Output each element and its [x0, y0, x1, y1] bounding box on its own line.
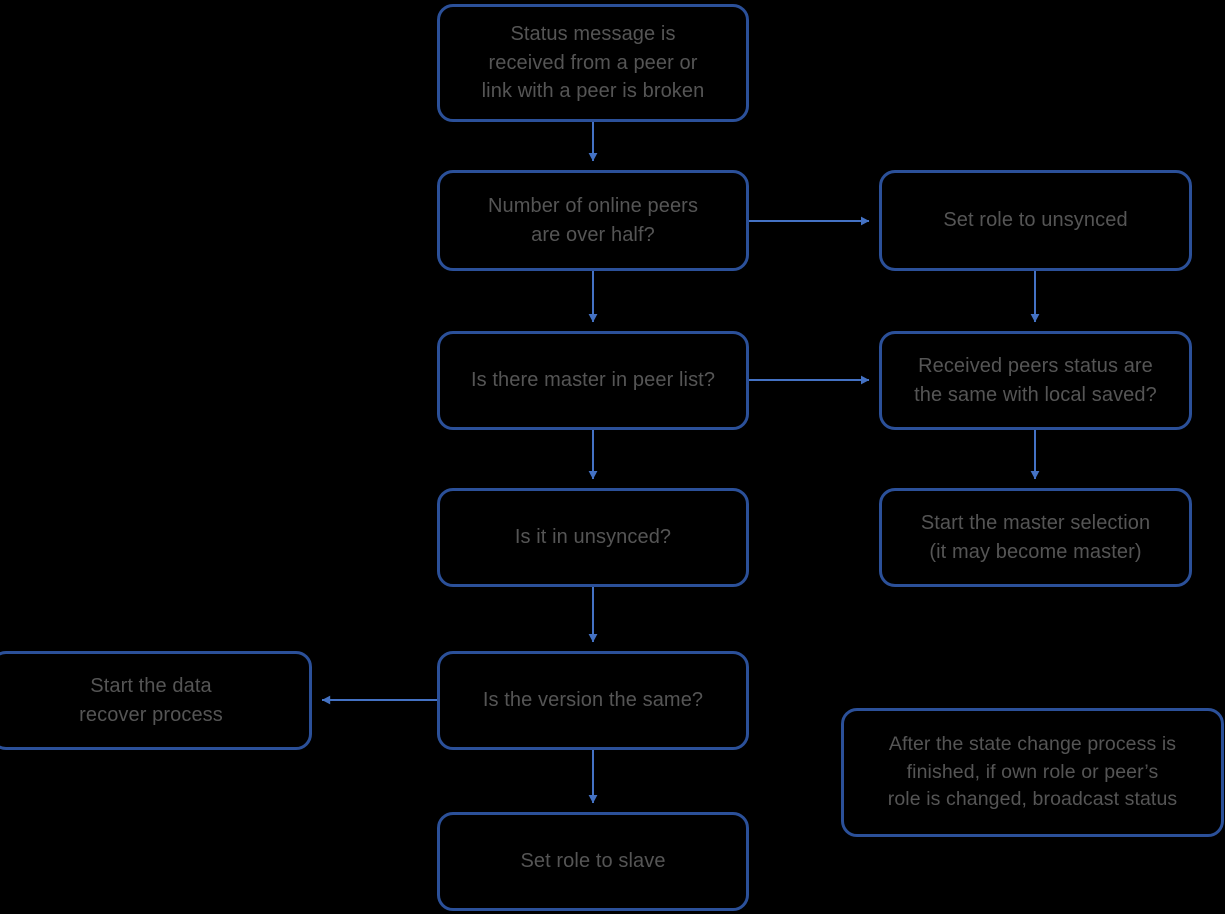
- node-master-in-peer-list[interactable]: Is there master in peer list?: [437, 331, 749, 430]
- node-status-message-received[interactable]: Status message is received from a peer o…: [437, 4, 749, 122]
- node-received-peers-status-same[interactable]: Received peers status are the same with …: [879, 331, 1192, 430]
- node-online-peers-over-half[interactable]: Number of online peers are over half?: [437, 170, 749, 271]
- node-start-data-recover-process[interactable]: Start the data recover process: [0, 651, 312, 750]
- node-is-it-in-unsynced[interactable]: Is it in unsynced?: [437, 488, 749, 587]
- node-set-role-unsynced[interactable]: Set role to unsynced: [879, 170, 1192, 271]
- node-set-role-to-slave[interactable]: Set role to slave: [437, 812, 749, 911]
- node-broadcast-status-note[interactable]: After the state change process is finish…: [841, 708, 1224, 837]
- node-is-the-version-the-same[interactable]: Is the version the same?: [437, 651, 749, 750]
- node-start-master-selection[interactable]: Start the master selection (it may becom…: [879, 488, 1192, 587]
